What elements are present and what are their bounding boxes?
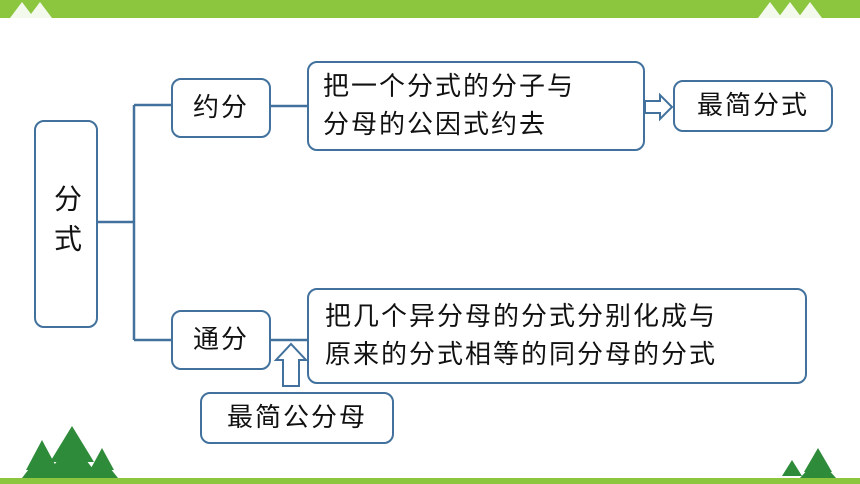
common-denominator-label: 通分	[192, 325, 249, 355]
right-arrow-icon	[644, 92, 674, 122]
up-arrow-icon	[273, 342, 309, 387]
root-node: 分式	[34, 120, 98, 328]
reduce-definition-line2: 分母的公因式约去	[323, 110, 548, 140]
top-decor-band	[0, 0, 860, 18]
common-definition-line1: 把几个异分母的分式分别化成与	[325, 302, 718, 332]
reduce-definition-line1: 把一个分式的分子与	[323, 72, 576, 102]
bottom-decor-band	[0, 478, 860, 484]
tree-cluster-right-icon	[782, 448, 836, 478]
common-definition-line2: 原来的分式相等的同分母的分式	[325, 340, 718, 370]
root-label: 分式	[50, 184, 83, 264]
reduce-fraction-definition: 把一个分式的分子与 分母的公因式约去	[307, 61, 645, 151]
simplest-fraction-label: 最简分式	[696, 91, 809, 121]
common-denominator-node: 通分	[171, 310, 271, 370]
common-denominator-definition: 把几个异分母的分式分别化成与 原来的分式相等的同分母的分式	[307, 288, 807, 384]
reduce-fraction-node: 约分	[171, 78, 271, 138]
top-right-triangles-icon	[758, 2, 822, 18]
lcd-label: 最简公分母	[226, 403, 367, 433]
lcd-node: 最简公分母	[200, 392, 394, 444]
simplest-fraction-node: 最简分式	[673, 80, 833, 132]
top-left-triangles-icon	[10, 2, 52, 18]
reduce-fraction-label: 约分	[192, 93, 249, 123]
tree-cluster-left-icon	[22, 426, 118, 478]
